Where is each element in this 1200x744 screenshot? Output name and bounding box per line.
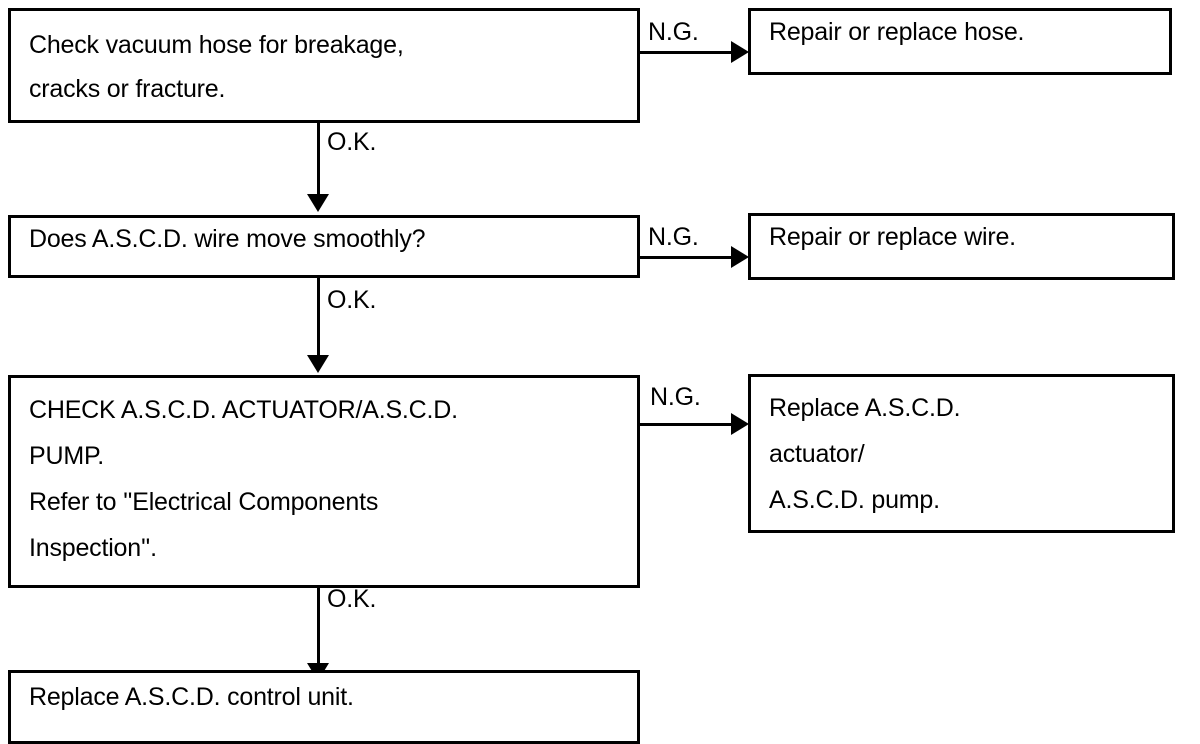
node-ascd-wire-move-smoothly-label: Does A.S.C.D. wire move smoothly?: [29, 225, 426, 253]
node-replace-ascd-control-unit-label: Replace A.S.C.D. control unit.: [29, 683, 354, 711]
node-ascd-wire-move-smoothly[interactable]: Does A.S.C.D. wire move smoothly?: [8, 215, 640, 278]
edge-actuator-ok-line: [317, 587, 320, 667]
edge-wire-ng-label: N.G.: [648, 223, 699, 251]
edge-actuator-ng-label: N.G.: [650, 383, 701, 411]
edge-hose-ng-line: [637, 51, 739, 54]
node-repair-replace-wire[interactable]: Repair or replace wire.: [748, 213, 1175, 280]
edge-hose-ng-label: N.G.: [648, 18, 699, 46]
edge-actuator-ok-label: O.K.: [327, 585, 377, 613]
edge-actuator-ng-arrowhead: [731, 413, 749, 435]
node-repair-replace-wire-label: Repair or replace wire.: [769, 223, 1016, 251]
node-check-ascd-actuator-pump[interactable]: CHECK A.S.C.D. ACTUATOR/A.S.C.D. PUMP. R…: [8, 375, 640, 588]
node-check-ascd-actuator-pump-label: CHECK A.S.C.D. ACTUATOR/A.S.C.D. PUMP. R…: [29, 396, 458, 562]
edge-actuator-ng-line: [637, 423, 739, 426]
edge-hose-ng-arrowhead: [731, 41, 749, 63]
edge-hose-ok-line: [317, 122, 320, 198]
node-check-vacuum-hose-label: Check vacuum hose for breakage, cracks o…: [29, 31, 404, 103]
node-replace-ascd-actuator-pump[interactable]: Replace A.S.C.D. actuator/ A.S.C.D. pump…: [748, 374, 1175, 533]
edge-wire-ng-line: [637, 256, 739, 259]
edge-wire-ok-label: O.K.: [327, 286, 377, 314]
node-check-vacuum-hose[interactable]: Check vacuum hose for breakage, cracks o…: [8, 8, 640, 123]
node-repair-replace-hose-label: Repair or replace hose.: [769, 18, 1025, 46]
node-repair-replace-hose[interactable]: Repair or replace hose.: [748, 8, 1172, 75]
edge-hose-ok-label: O.K.: [327, 128, 377, 156]
edge-wire-ng-arrowhead: [731, 246, 749, 268]
edge-wire-ok-line: [317, 277, 320, 358]
node-replace-ascd-control-unit[interactable]: Replace A.S.C.D. control unit.: [8, 670, 640, 744]
edge-wire-ok-arrowhead: [307, 355, 329, 373]
edge-hose-ok-arrowhead: [307, 194, 329, 212]
node-replace-ascd-actuator-pump-label: Replace A.S.C.D. actuator/ A.S.C.D. pump…: [769, 394, 961, 514]
